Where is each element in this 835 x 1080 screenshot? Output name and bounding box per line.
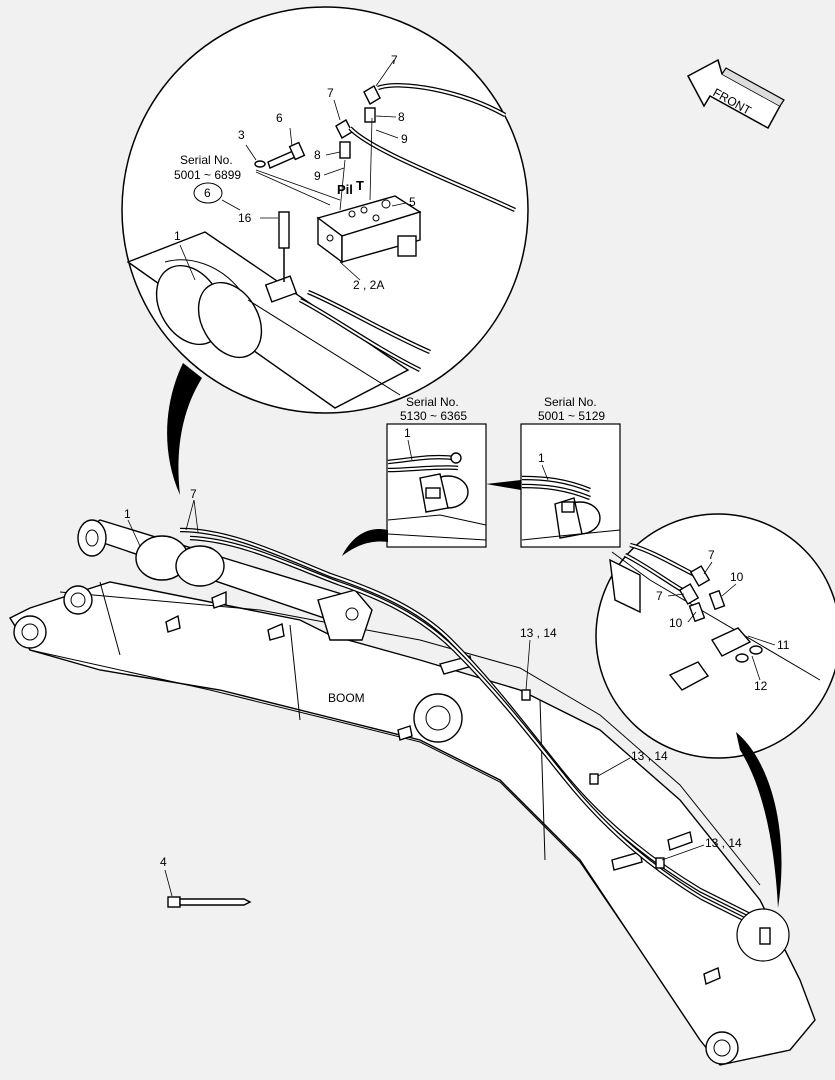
callout-7-boom: 7 — [190, 487, 197, 501]
callout-10-r2: 10 — [669, 616, 683, 630]
callout-7-r2: 7 — [656, 589, 663, 603]
callout-13-14-c: 13 , 14 — [705, 836, 742, 850]
detail-pointer-right — [736, 732, 782, 908]
callout-3: 3 — [238, 128, 245, 142]
detail-pointer-a — [342, 529, 388, 556]
port-pil-label: Pil — [337, 182, 353, 197]
callout-1-top: 1 — [174, 229, 181, 243]
callout-7a: 7 — [391, 53, 398, 67]
serial-box-b: Serial No. 5001 ~ 5129 1 — [520, 395, 621, 548]
callout-10-r1: 10 — [730, 570, 744, 584]
serial-header-b: Serial No. — [544, 395, 597, 409]
callout-16: 16 — [238, 211, 252, 225]
callout-1-a: 1 — [404, 426, 411, 440]
callout-11: 11 — [777, 638, 790, 652]
boom-assembly: BOOM 1 7 13 , 14 13 , 14 13 , 14 — [8, 487, 816, 1066]
callout-1-boom: 1 — [124, 507, 131, 521]
callout-8a: 8 — [398, 110, 405, 124]
port-t-label: T — [356, 178, 364, 193]
callout-8b: 8 — [314, 148, 321, 162]
callout-6: 6 — [276, 111, 283, 125]
callout-13-14-a: 13 , 14 — [520, 626, 557, 640]
cable-tie-part: 4 — [160, 855, 252, 908]
callout-13-14-b: 13 , 14 — [631, 749, 668, 763]
serial-box-a: Serial No. 5130 ~ 6365 1 — [386, 395, 487, 548]
front-arrow-icon: FRONT — [686, 58, 785, 130]
callout-5: 5 — [409, 195, 416, 209]
callout-1-b: 1 — [538, 451, 545, 465]
callout-9a: 9 — [401, 132, 408, 146]
callout-7-r1: 7 — [708, 548, 715, 562]
boom-label: BOOM — [328, 691, 365, 705]
detail-pointer-b — [486, 480, 521, 490]
callout-12: 12 — [754, 679, 768, 693]
callout-9b: 9 — [314, 169, 321, 183]
callout-6-circle — [193, 182, 223, 204]
serial-range-b: 5001 ~ 5129 — [538, 409, 605, 423]
detail-circle-top: 7 7 8 9 8 9 6 3 5 16 1 2 , 2A Pil T Seri… — [121, 6, 529, 414]
callout-4: 4 — [160, 855, 167, 869]
serial-header-a: Serial No. — [406, 395, 459, 409]
callout-2-2a: 2 , 2A — [353, 278, 384, 292]
serial-header-main: Serial No. — [180, 153, 233, 167]
serial-range-a: 5130 ~ 6365 — [400, 409, 467, 423]
detail-pointer-top — [167, 363, 202, 495]
serial-range-main: 5001 ~ 6899 — [174, 168, 241, 182]
detail-circle-right: 7 7 10 10 11 12 — [595, 513, 835, 759]
callout-6-circled: 6 — [204, 186, 211, 200]
callout-7b: 7 — [327, 86, 334, 100]
